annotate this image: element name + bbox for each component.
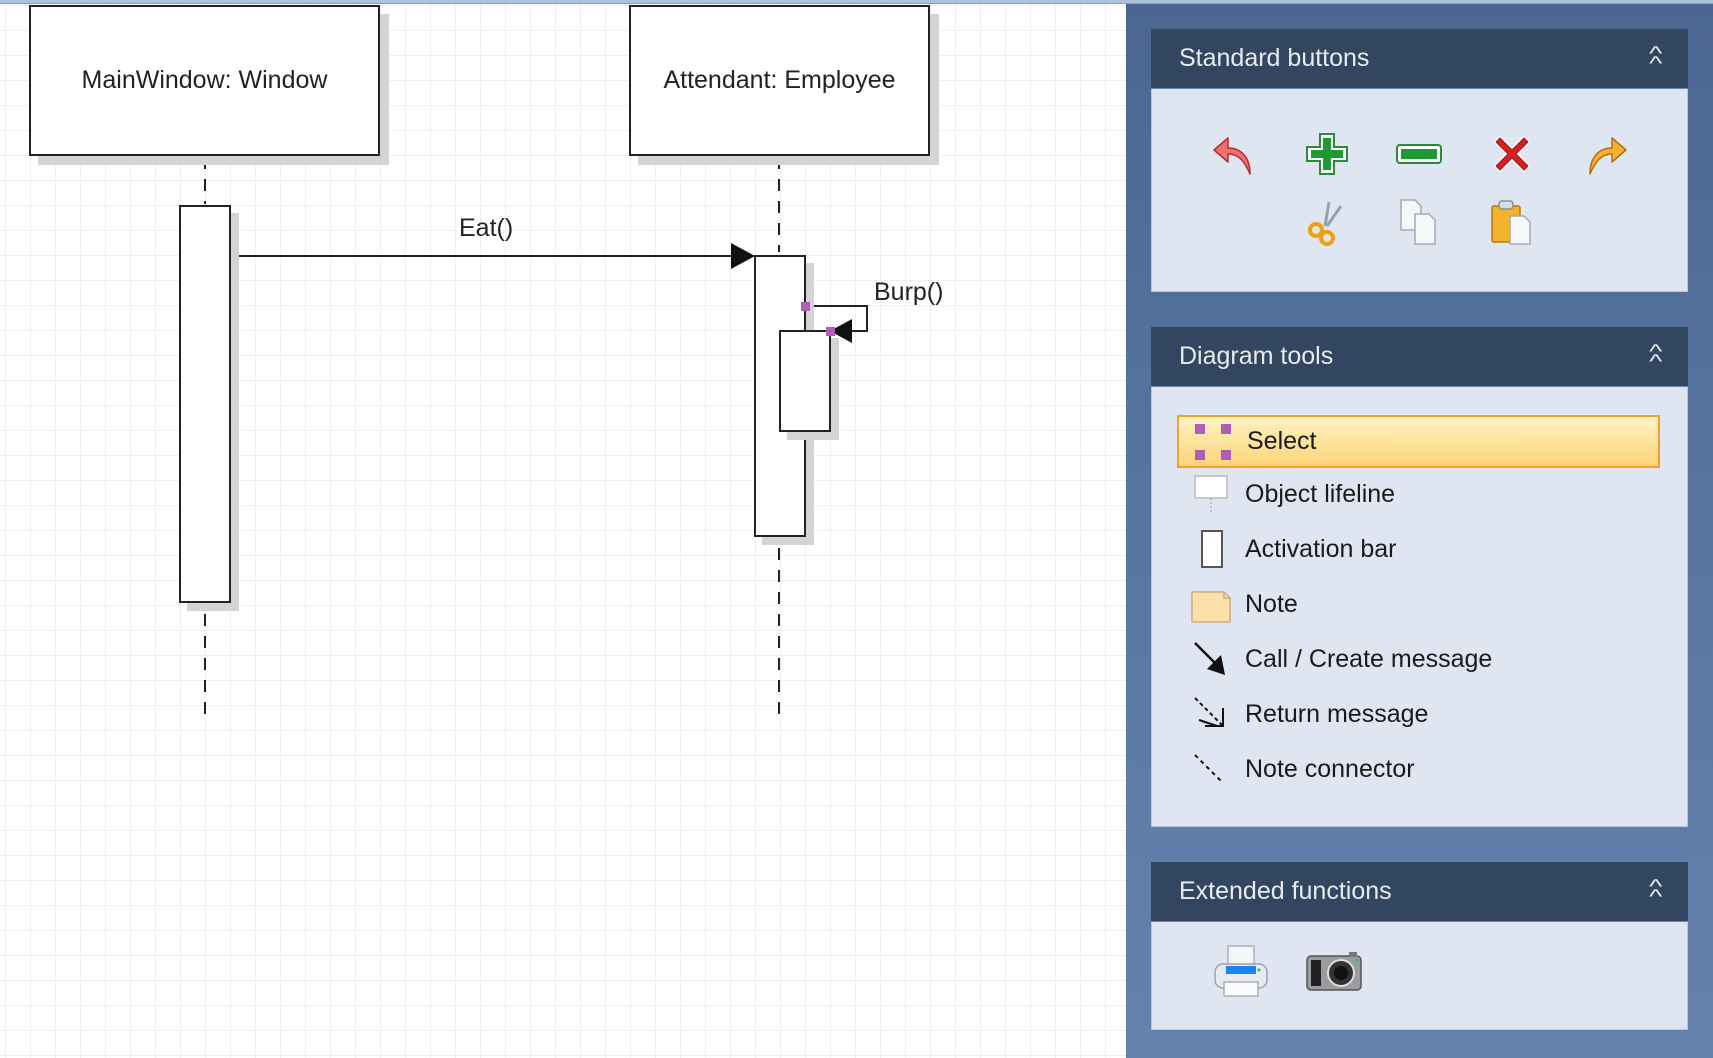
diagram-tools-header[interactable]: Diagram tools ^^ (1151, 327, 1688, 387)
tool-activation-bar[interactable]: Activation bar (1177, 524, 1660, 574)
standard-buttons-group: Standard buttons ^^ (1151, 29, 1688, 292)
return-message-icon (1189, 692, 1233, 736)
tool-select-label: Select (1247, 427, 1317, 455)
diagram-canvas[interactable]: MainWindow: Window Attendant: Employee E… (0, 4, 1127, 1058)
extended-functions-title: Extended functions (1179, 877, 1392, 905)
cut-button[interactable] (1301, 196, 1353, 248)
copy-icon (1400, 199, 1436, 245)
printer-icon (1214, 945, 1268, 997)
standard-buttons-header[interactable]: Standard buttons ^^ (1151, 29, 1688, 89)
tool-call-message[interactable]: Call / Create message (1177, 634, 1660, 684)
redo-button[interactable] (1580, 128, 1632, 180)
select-icon (1191, 420, 1235, 464)
tool-call-message-label: Call / Create message (1245, 644, 1493, 673)
selection-handle-end[interactable] (826, 327, 835, 336)
object-lifeline-icon (1189, 472, 1233, 516)
extended-functions-header[interactable]: Extended functions ^^ (1151, 862, 1688, 922)
window-top-border (0, 0, 1713, 4)
diagram-connectors (204, 157, 868, 722)
tool-object-lifeline-label: Object lifeline (1245, 479, 1396, 508)
diagram-tools-body: Select Object lifeline Activation bar (1151, 387, 1688, 827)
lifeline-mainwindow-label: MainWindow: Window (81, 66, 328, 94)
copy-button[interactable] (1393, 196, 1445, 248)
note-icon (1189, 582, 1233, 626)
message-eat-arrowhead (731, 243, 755, 269)
diagram-tools-group: Diagram tools ^^ Select (1151, 327, 1688, 827)
scissors-icon (1308, 201, 1343, 246)
undo-icon (1213, 137, 1251, 175)
tool-note-connector[interactable]: Note connector (1177, 744, 1660, 794)
add-button[interactable] (1301, 128, 1353, 180)
paste-button[interactable] (1486, 196, 1538, 248)
message-burp-arrowhead (830, 319, 852, 343)
double-chevron-up-icon[interactable]: ^^ (1648, 875, 1662, 908)
tool-object-lifeline[interactable]: Object lifeline (1177, 469, 1660, 519)
tool-note-label: Note (1245, 589, 1298, 618)
print-button[interactable] (1211, 942, 1271, 1002)
extended-functions-body (1151, 922, 1688, 1030)
message-eat-label[interactable]: Eat() (459, 214, 514, 242)
tool-note[interactable]: Note (1177, 579, 1660, 629)
diagram-tools-title: Diagram tools (1179, 342, 1334, 370)
camera-icon (1306, 952, 1362, 991)
tool-return-message[interactable]: Return message (1177, 689, 1660, 739)
extended-functions-group: Extended functions ^^ (1151, 862, 1688, 1030)
activation-bar-icon (1189, 527, 1233, 571)
standard-buttons-body (1151, 89, 1688, 292)
double-chevron-up-icon[interactable]: ^^ (1648, 340, 1662, 373)
activation-bar-attendant-nested[interactable] (779, 330, 831, 432)
paste-icon (1491, 200, 1531, 245)
delete-button[interactable] (1486, 128, 1538, 180)
lifeline-attendant-label: Attendant: Employee (663, 66, 896, 94)
delete-icon (1494, 136, 1530, 172)
activation-bar-mainwindow[interactable] (179, 205, 231, 603)
selection-handle-start[interactable] (801, 302, 810, 311)
tool-activation-bar-label: Activation bar (1245, 534, 1397, 563)
remove-button[interactable] (1393, 128, 1445, 180)
plus-icon (1306, 133, 1348, 175)
lifeline-mainwindow[interactable]: MainWindow: Window (29, 5, 380, 156)
message-burp-label[interactable]: Burp() (874, 278, 944, 306)
standard-buttons-title: Standard buttons (1179, 44, 1370, 72)
undo-button[interactable] (1208, 128, 1260, 180)
tool-panel: Standard buttons ^^ (1126, 4, 1713, 1058)
call-message-icon (1189, 637, 1233, 681)
note-connector-icon (1189, 747, 1233, 791)
redo-icon (1589, 137, 1627, 175)
lifeline-attendant[interactable]: Attendant: Employee (629, 5, 930, 156)
double-chevron-up-icon[interactable]: ^^ (1648, 42, 1662, 75)
tool-return-message-label: Return message (1245, 699, 1429, 728)
minus-icon (1396, 144, 1442, 164)
tool-note-connector-label: Note connector (1245, 754, 1415, 783)
tool-select[interactable]: Select (1177, 415, 1660, 468)
message-burp-line[interactable] (805, 305, 868, 332)
snapshot-button[interactable] (1304, 942, 1364, 1002)
